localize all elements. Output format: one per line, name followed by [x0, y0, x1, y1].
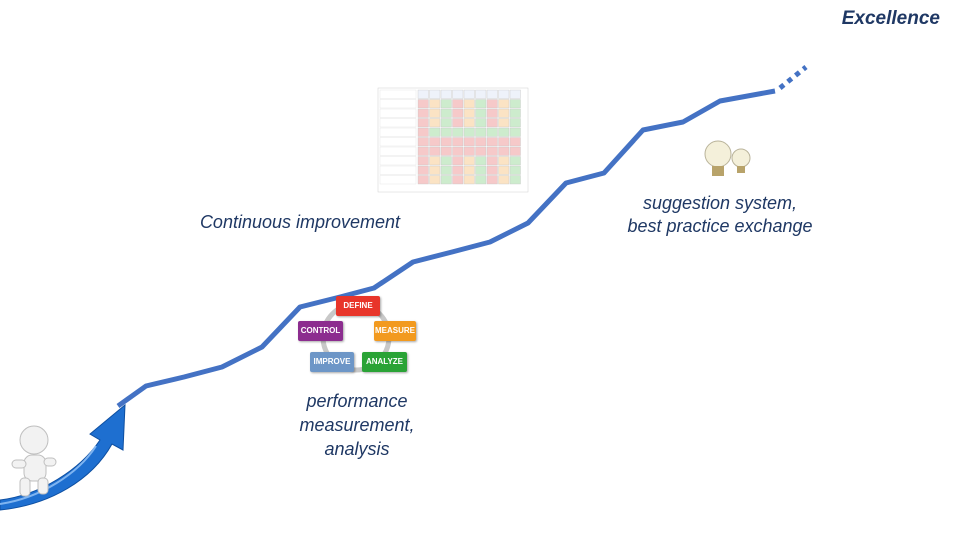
dmaic-improve: IMPROVE: [310, 352, 354, 372]
suggestion-line-1: suggestion system,: [642, 193, 798, 213]
performance-line-3: analysis: [324, 439, 390, 459]
performance-line-1: performance: [306, 391, 408, 411]
growth-arrow-icon: [0, 403, 126, 511]
suggestion-system-label: suggestion system, best practice exchang…: [600, 192, 840, 238]
stickman-icon: [11, 425, 57, 497]
dmaic-measure: MEASURE: [374, 321, 416, 341]
suggestion-line-2: best practice exchange: [627, 216, 813, 236]
performance-line-2: measurement,: [299, 415, 415, 435]
excellence-title: Excellence: [841, 8, 940, 29]
dmaic-define: DEFINE: [336, 296, 380, 316]
progress-line-dotted: [778, 65, 808, 90]
dmaic-control: CONTROL: [298, 321, 343, 341]
dmaic-analyze: ANALYZE: [362, 352, 407, 372]
progress-line: [116, 88, 776, 409]
lightbulb-icon: [704, 140, 751, 176]
performance-label: performance measurement, analysis: [272, 389, 442, 461]
continuous-improvement-label: Continuous improvement: [199, 212, 401, 232]
scorecard-table-icon: [377, 87, 529, 193]
